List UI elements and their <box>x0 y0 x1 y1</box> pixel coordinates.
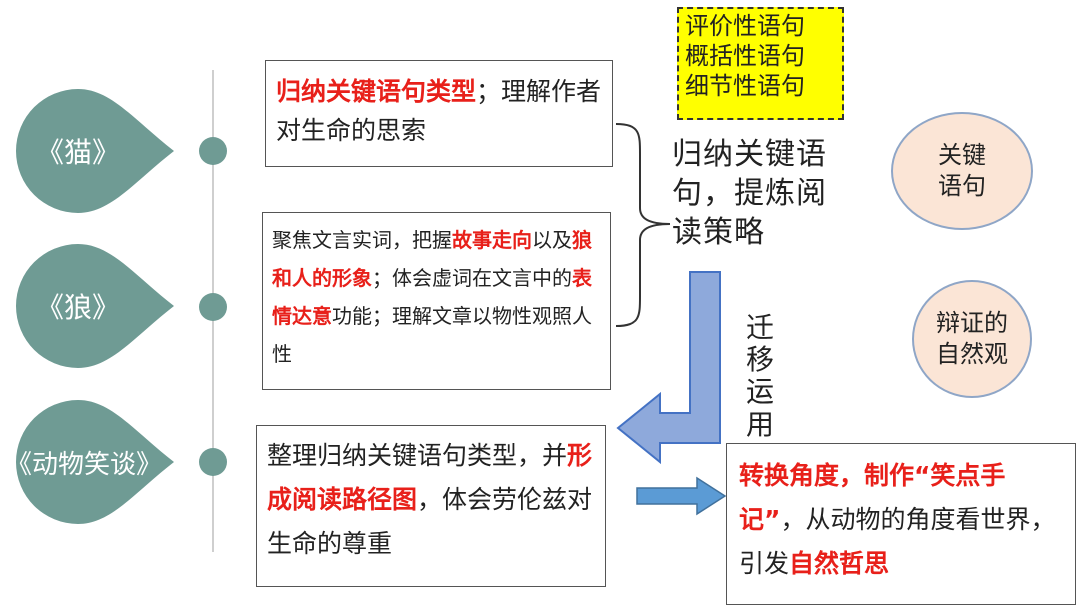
wolf-text-2: 以及 <box>532 228 572 252</box>
node-label-animal[interactable]: 《动物笑谈》 <box>5 450 162 480</box>
node-label-wolf[interactable]: 《狼》 <box>35 291 120 324</box>
node-shape-cat <box>16 89 174 213</box>
small-right-arrow <box>636 476 727 516</box>
animal-text-1: 整理归纳关键语句类型，并 <box>267 441 568 470</box>
cat-text: ；理解作者对生命的思索 <box>276 77 602 145</box>
sentence-type-1: 评价性语句 <box>685 12 805 40</box>
transfer-arrow <box>616 271 721 465</box>
animal-text-2: ，体会劳伦兹对生命的尊重 <box>267 484 593 558</box>
wolf-highlight-3: 表情达意 <box>272 266 592 328</box>
wolf-highlight-2: 狼和人的形象 <box>272 228 592 290</box>
xiaodian-highlight-1: 转换角度，制作“笑点手记” <box>739 461 1006 534</box>
ellipse-key-sentences-label: 关键语句 <box>938 140 986 200</box>
wolf-text-4: 功能；理解文章以物性观照人性 <box>272 304 592 366</box>
curly-brace <box>615 123 671 327</box>
wolf-description-box: 聚焦文言实词，把握故事走向以及狼和人的形象；体会虚词在文言中的表情达意功能；理解… <box>262 212 611 390</box>
animal-highlight: 形成阅读路径图 <box>267 441 593 514</box>
node-shape-animal <box>16 400 174 524</box>
ellipse-key-sentences: 关键语句 <box>891 112 1033 230</box>
node-label-cat[interactable]: 《猫》 <box>35 136 120 169</box>
xiaodian-notes-box: 转换角度，制作“笑点手记”，从动物的角度看世界，引发自然哲思 <box>726 443 1076 605</box>
timeline-dot-cat <box>199 137 227 165</box>
xiaodian-highlight-2: 自然哲思 <box>789 548 890 578</box>
timeline-dot-wolf <box>199 293 227 321</box>
animal-description-box: 整理归纳关键语句类型，并形成阅读路径图，体会劳伦兹对生命的尊重 <box>256 425 606 587</box>
ellipse-dialectic-nature-label: 辩证的自然观 <box>936 308 1008 368</box>
transfer-label: 迁移运用 <box>745 311 774 441</box>
xiaodian-text: ，从动物的角度看世界，引发 <box>739 504 1056 578</box>
wolf-text-3: ；体会虚词在文言中的 <box>372 266 572 290</box>
wolf-highlight-1: 故事走向 <box>452 228 532 252</box>
strategy-text: 归纳关键语句，提炼阅读策略 <box>672 137 827 250</box>
cat-highlight: 归纳关键语句类型 <box>276 77 477 106</box>
sentence-type-2: 概括性语句 <box>685 42 805 70</box>
wolf-text-1: 聚焦文言实词，把握 <box>272 228 452 252</box>
node-shape-wolf <box>16 244 174 368</box>
timeline-dot-animal <box>199 448 227 476</box>
ellipse-dialectic-nature: 辩证的自然观 <box>912 280 1032 398</box>
sentence-types-box: 评价性语句 概括性语句 细节性语句 <box>677 7 844 120</box>
cat-description-box: 归纳关键语句类型；理解作者对生命的思索 <box>265 60 613 167</box>
sentence-type-3: 细节性语句 <box>685 72 805 100</box>
